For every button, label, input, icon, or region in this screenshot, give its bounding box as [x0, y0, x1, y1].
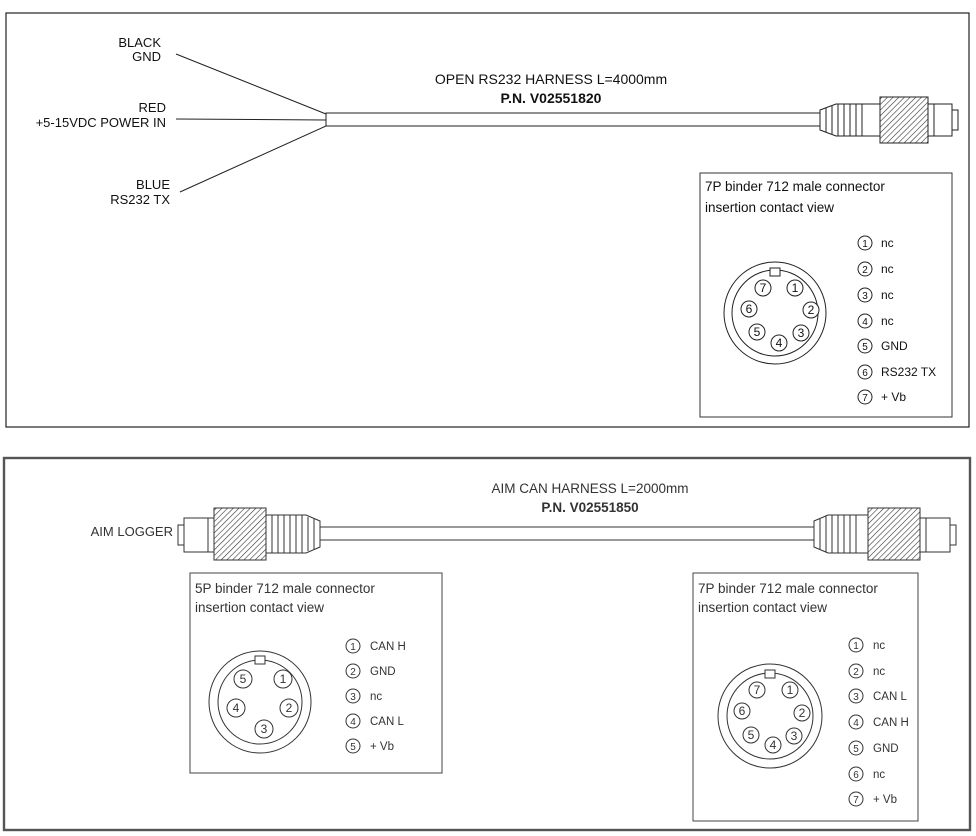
can-right-pin-2-contact: 2 [799, 706, 806, 720]
can-left-legend-pin-3-label: nc [370, 691, 382, 703]
can-right-legend-pin-6-number: 6 [853, 770, 859, 781]
five-pin-contacts: 1 2 3 4 5 [226, 669, 299, 739]
can-left-legend-pin-2-label: GND [370, 666, 396, 678]
pin-1-contact: 1 [792, 281, 799, 295]
pin-6-contact: 6 [746, 302, 753, 316]
rs232-pinout-title: 7P binder 712 male connector [705, 179, 885, 194]
can-left-pin-2-contact: 2 [286, 701, 293, 715]
wire-black-color-label: BLACK [118, 35, 161, 50]
can-cable [319, 526, 815, 541]
can-right-legend-pin-4-label: CAN H [873, 717, 909, 729]
can-left-legend-pin-5-number: 5 [350, 742, 356, 753]
can-right-legend-pin-3-label: CAN L [873, 691, 907, 703]
can-right-legend-pin-5-number: 5 [853, 744, 859, 755]
can-right-legend-pin-1-number: 1 [853, 641, 859, 652]
can-left-legend-pin-4-label: CAN L [370, 716, 404, 728]
legend-pin-1-number: 1 [862, 239, 868, 250]
wire-red-color-label: RED [139, 100, 166, 115]
can-right-legend-pin-7-number: 7 [853, 795, 859, 806]
can-left-legend-pin-5-label: + Vb [370, 741, 394, 753]
can-right-legend-pin-2-label: nc [873, 666, 885, 678]
rs232-pin-legend: 1 nc 2 nc 3 nc 4 nc 5 GND 6 RS232 TX 7 +… [857, 235, 936, 405]
can-left-connector-plug [177, 507, 321, 561]
pin-4-contact: 4 [776, 336, 783, 350]
seven-pin-contacts: 1 2 3 4 5 6 7 [740, 279, 820, 352]
pin-7-contact: 7 [760, 281, 767, 295]
can-right-pin-1-contact: 1 [787, 683, 794, 697]
legend-pin-4-number: 4 [862, 317, 868, 328]
can-right-legend-pin-6-label: nc [873, 769, 885, 781]
can-right-pin-legend: 1 nc 2 nc 3 CAN L 4 CAN H 5 GND 6 nc 7 +… [848, 637, 909, 807]
rs232-harness-title: OPEN RS232 HARNESS L=4000mm [435, 71, 667, 87]
can-right-pin-3-contact: 3 [791, 729, 798, 743]
legend-pin-4-label: nc [881, 314, 894, 328]
can-right-legend-pin-3-number: 3 [853, 692, 859, 703]
pin-5-contact: 5 [754, 325, 761, 339]
legend-pin-6-number: 6 [862, 368, 868, 379]
can-left-pin-4-contact: 4 [233, 701, 240, 715]
can-right-pin-5-contact: 5 [748, 728, 755, 742]
rs232-cable [325, 112, 821, 127]
legend-pin-2-label: nc [881, 262, 894, 276]
legend-pin-6-label: RS232 TX [881, 365, 936, 379]
can-right-pin-6-contact: 6 [739, 704, 746, 718]
can-left-legend-pin-3-number: 3 [350, 692, 356, 703]
can-right-legend-pin-7-label: + Vb [873, 794, 897, 806]
wire-red-signal-label: +5-15VDC POWER IN [36, 115, 166, 130]
can-right-legend-pin-4-number: 4 [853, 718, 859, 729]
can-right-connector-plug [813, 507, 957, 561]
legend-pin-7-number: 7 [862, 393, 868, 404]
legend-pin-7-label: + Vb [881, 390, 906, 404]
can-right-pin-4-contact: 4 [770, 738, 777, 752]
legend-pin-3-label: nc [881, 288, 894, 302]
legend-pin-3-number: 3 [862, 291, 868, 302]
open-wire-fan [175, 53, 327, 193]
can-left-pin-1-contact: 1 [280, 672, 287, 686]
legend-pin-5-label: GND [881, 339, 908, 353]
rs232-connector-plug [819, 96, 959, 144]
can-right-legend-pin-5-label: GND [873, 743, 899, 755]
wire-blue-color-label: BLUE [136, 177, 170, 192]
can-left-legend-pin-4-number: 4 [350, 717, 356, 728]
can-left-pinout-title: 5P binder 712 male connector [195, 581, 375, 596]
legend-pin-5-number: 5 [862, 342, 868, 353]
aim-logger-label: AIM LOGGER [91, 524, 173, 539]
can-right-legend-pin-2-number: 2 [853, 667, 859, 678]
can-harness-title: AIM CAN HARNESS L=2000mm [492, 481, 689, 496]
can-left-pin-5-contact: 5 [240, 672, 247, 686]
can-right-pin-7-contact: 7 [754, 683, 761, 697]
can-left-pinout-subtitle: insertion contact view [195, 600, 324, 615]
legend-pin-1-label: nc [881, 236, 894, 250]
legend-pin-2-number: 2 [862, 265, 868, 276]
can-left-pin-legend: 1 CAN H 2 GND 3 nc 4 CAN L 5 + Vb [345, 638, 406, 754]
rs232-harness-part-number: P.N. V02551820 [501, 90, 602, 106]
rs232-pinout-subtitle: insertion contact view [705, 200, 834, 215]
can-seven-pin-contacts: 1 2 3 4 5 6 7 [733, 681, 811, 754]
can-harness-part-number: P.N. V02551850 [541, 500, 638, 515]
wire-blue-signal-label: RS232 TX [110, 192, 170, 207]
can-right-pinout-title: 7P binder 712 male connector [698, 581, 878, 596]
wire-black-signal-label: GND [132, 49, 161, 64]
can-left-pin-3-contact: 3 [261, 722, 268, 736]
can-left-legend-pin-2-number: 2 [350, 667, 356, 678]
pin-2-contact: 2 [808, 303, 815, 317]
can-left-legend-pin-1-number: 1 [350, 642, 356, 653]
pin-3-contact: 3 [798, 326, 805, 340]
can-left-legend-pin-1-label: CAN H [370, 641, 406, 653]
can-right-pinout-subtitle: insertion contact view [698, 600, 827, 615]
can-right-legend-pin-1-label: nc [873, 640, 885, 652]
